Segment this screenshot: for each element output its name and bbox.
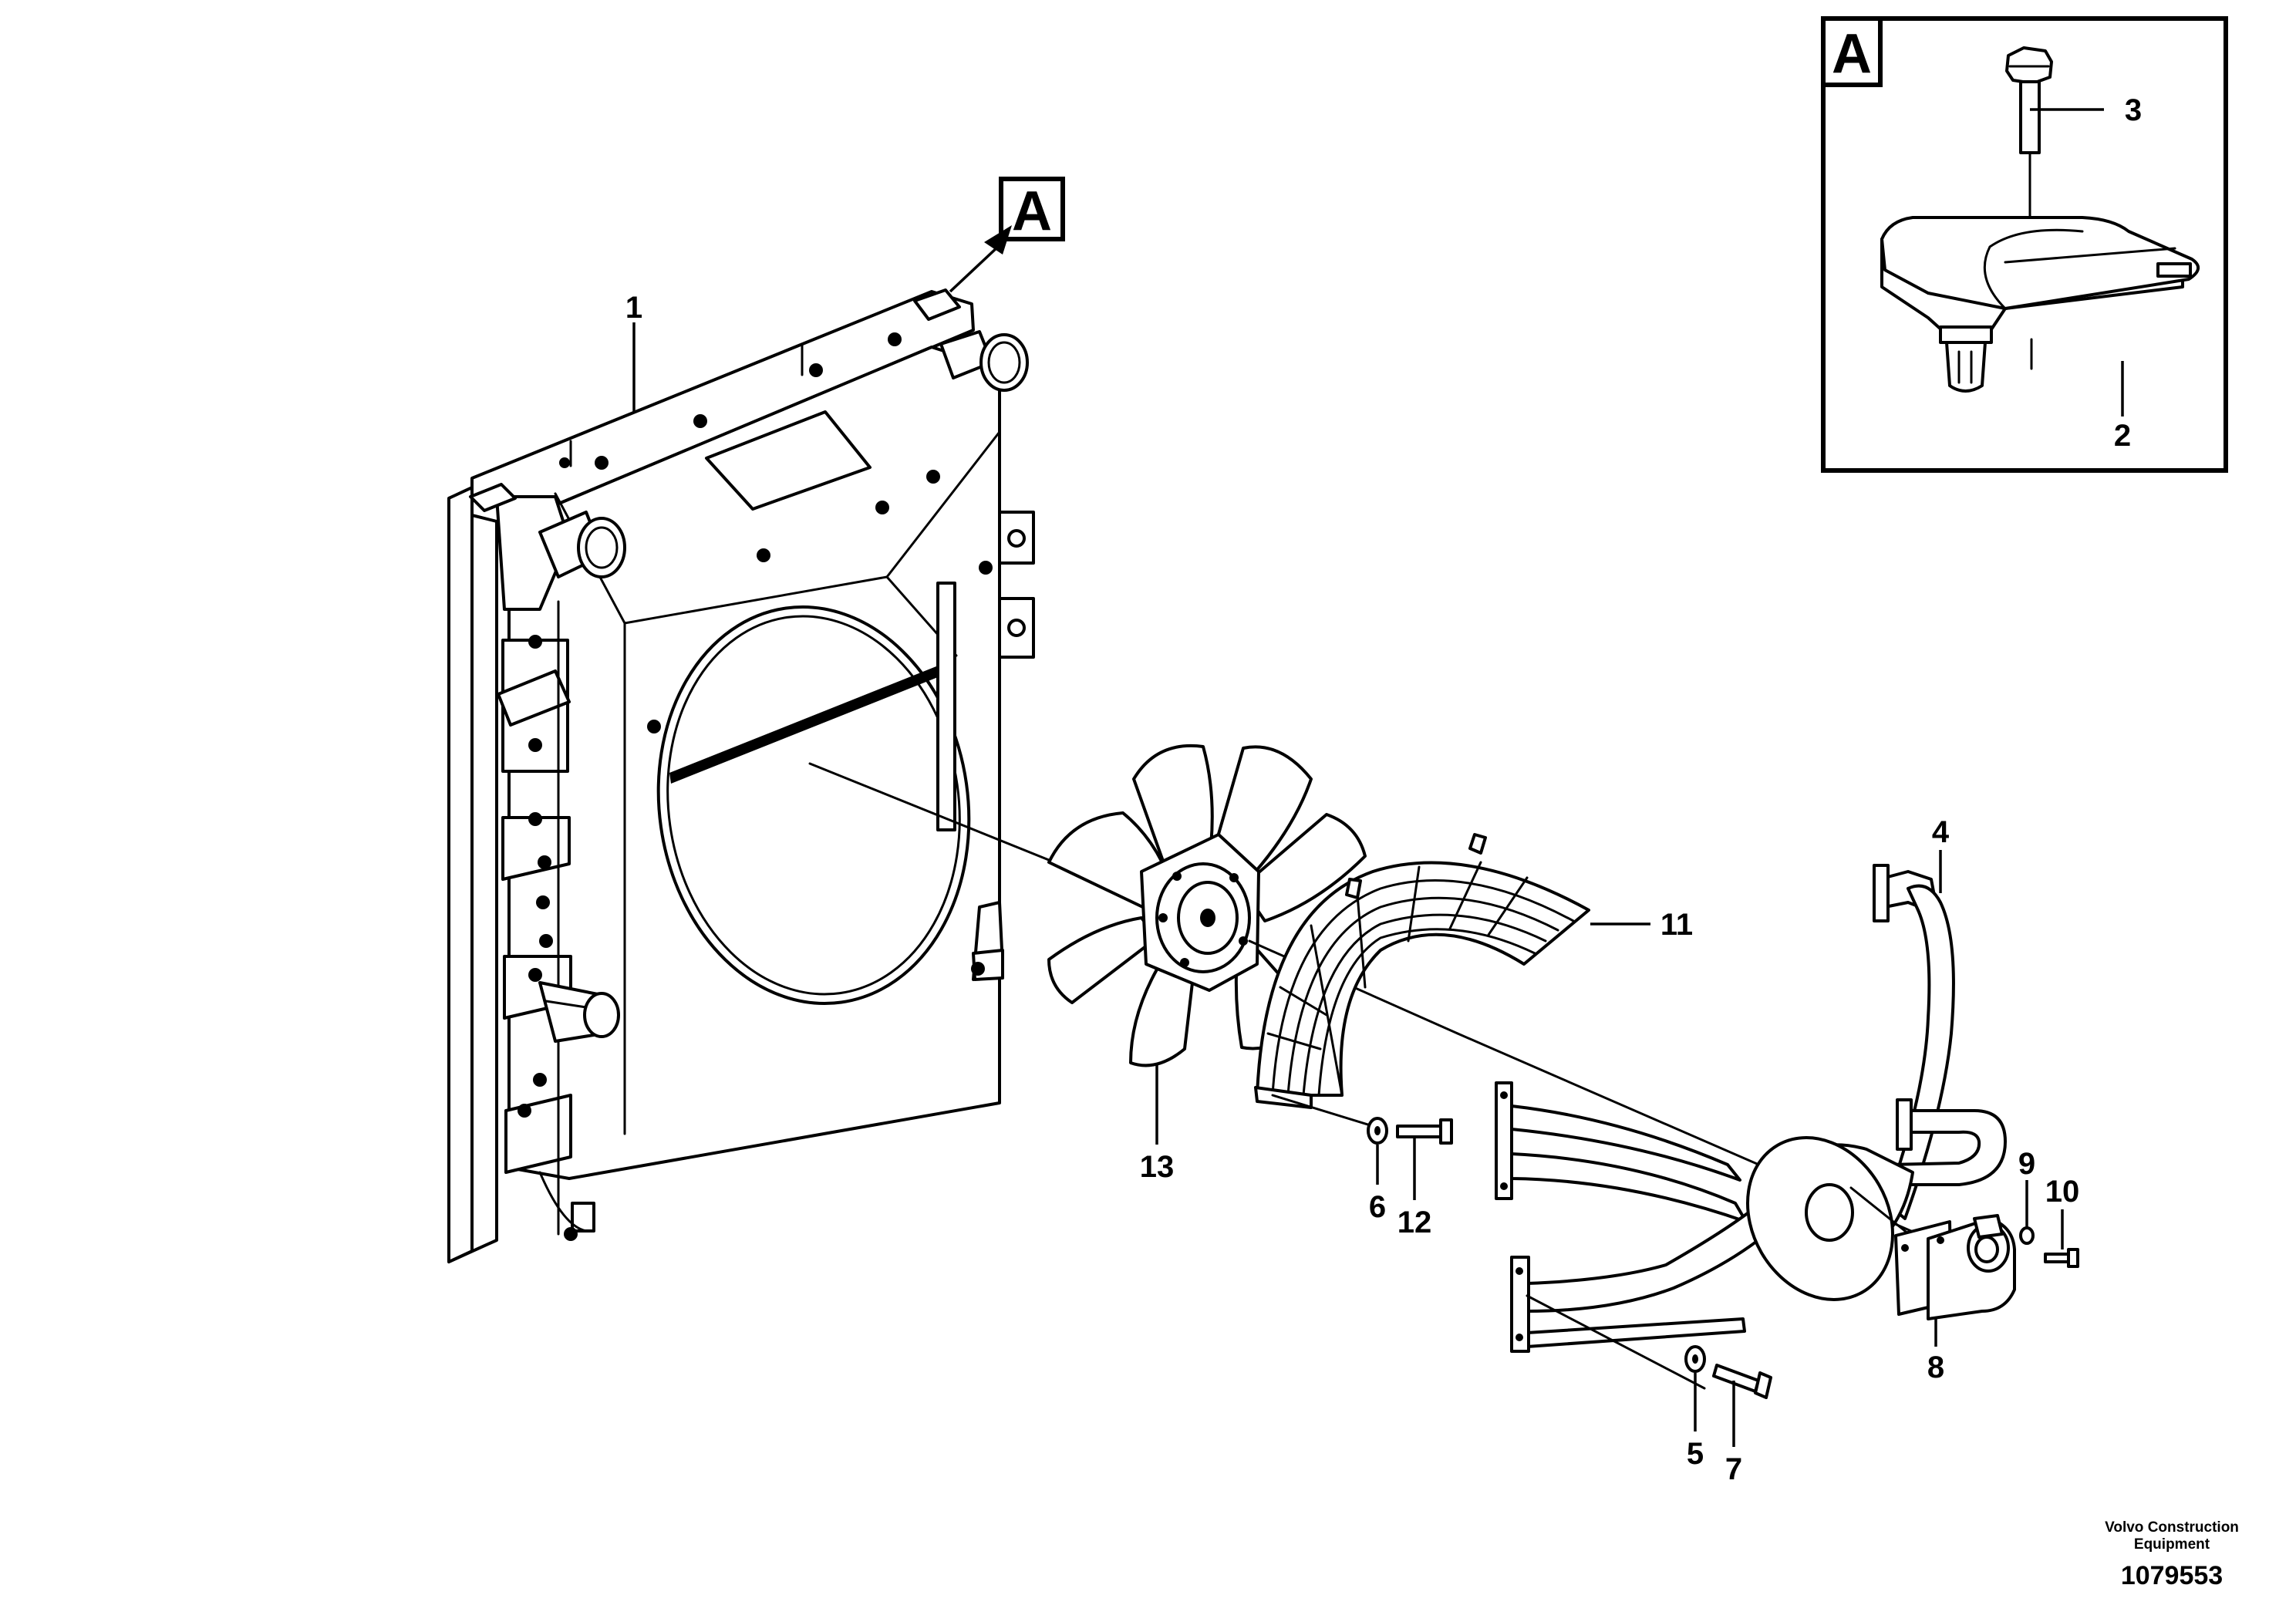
callout-8: 8 <box>1927 1351 1944 1384</box>
fan-guard-11: 11 <box>1254 833 1693 1128</box>
callout-7: 7 <box>1725 1452 1742 1486</box>
radiator-assembly-1: 1 <box>447 288 1035 1263</box>
view-a-marker: A <box>949 177 1065 293</box>
drawing-number: 1079553 <box>2121 1561 2223 1590</box>
callout-1: 1 <box>625 291 642 325</box>
washer-5 <box>1684 1345 1706 1373</box>
callout-5: 5 <box>1687 1437 1704 1471</box>
detail-a-panel: A 3 2 <box>1821 16 2228 473</box>
callout-12: 12 <box>1397 1206 1432 1239</box>
bolt-10 <box>2044 1248 2079 1268</box>
bolt-12 <box>1396 1118 1453 1145</box>
publisher-credit: Volvo Construction Equipment 1079553 <box>2105 1519 2239 1590</box>
fan-13: 13 <box>1047 744 1459 1184</box>
detail-a-label: A <box>1832 23 1872 85</box>
radiator-bolts <box>518 332 993 1241</box>
motor-bracket-4: 4 <box>1495 815 2007 1353</box>
hydraulic-motor-8: 8 <box>1894 1214 2016 1384</box>
washer-9 <box>2019 1226 2035 1245</box>
callout-11: 11 <box>1660 908 1693 942</box>
callout-10: 10 <box>2045 1175 2080 1209</box>
callout-3: 3 <box>2125 93 2142 127</box>
sensor-2-drawing <box>1880 216 2200 393</box>
callout-9: 9 <box>2018 1147 2035 1181</box>
credit-line-1: Volvo Construction <box>2105 1519 2239 1536</box>
callout-13: 13 <box>1140 1150 1175 1184</box>
bolt-7 <box>1712 1364 1772 1399</box>
callout-4: 4 <box>1932 815 1950 849</box>
washer-6 <box>1367 1117 1388 1145</box>
credit-line-2: Equipment <box>2134 1536 2210 1553</box>
bolt-3-drawing <box>2005 46 2053 219</box>
view-a-label: A <box>1012 180 1052 242</box>
callout-6: 6 <box>1369 1190 1386 1224</box>
callout-2: 2 <box>2114 419 2131 453</box>
